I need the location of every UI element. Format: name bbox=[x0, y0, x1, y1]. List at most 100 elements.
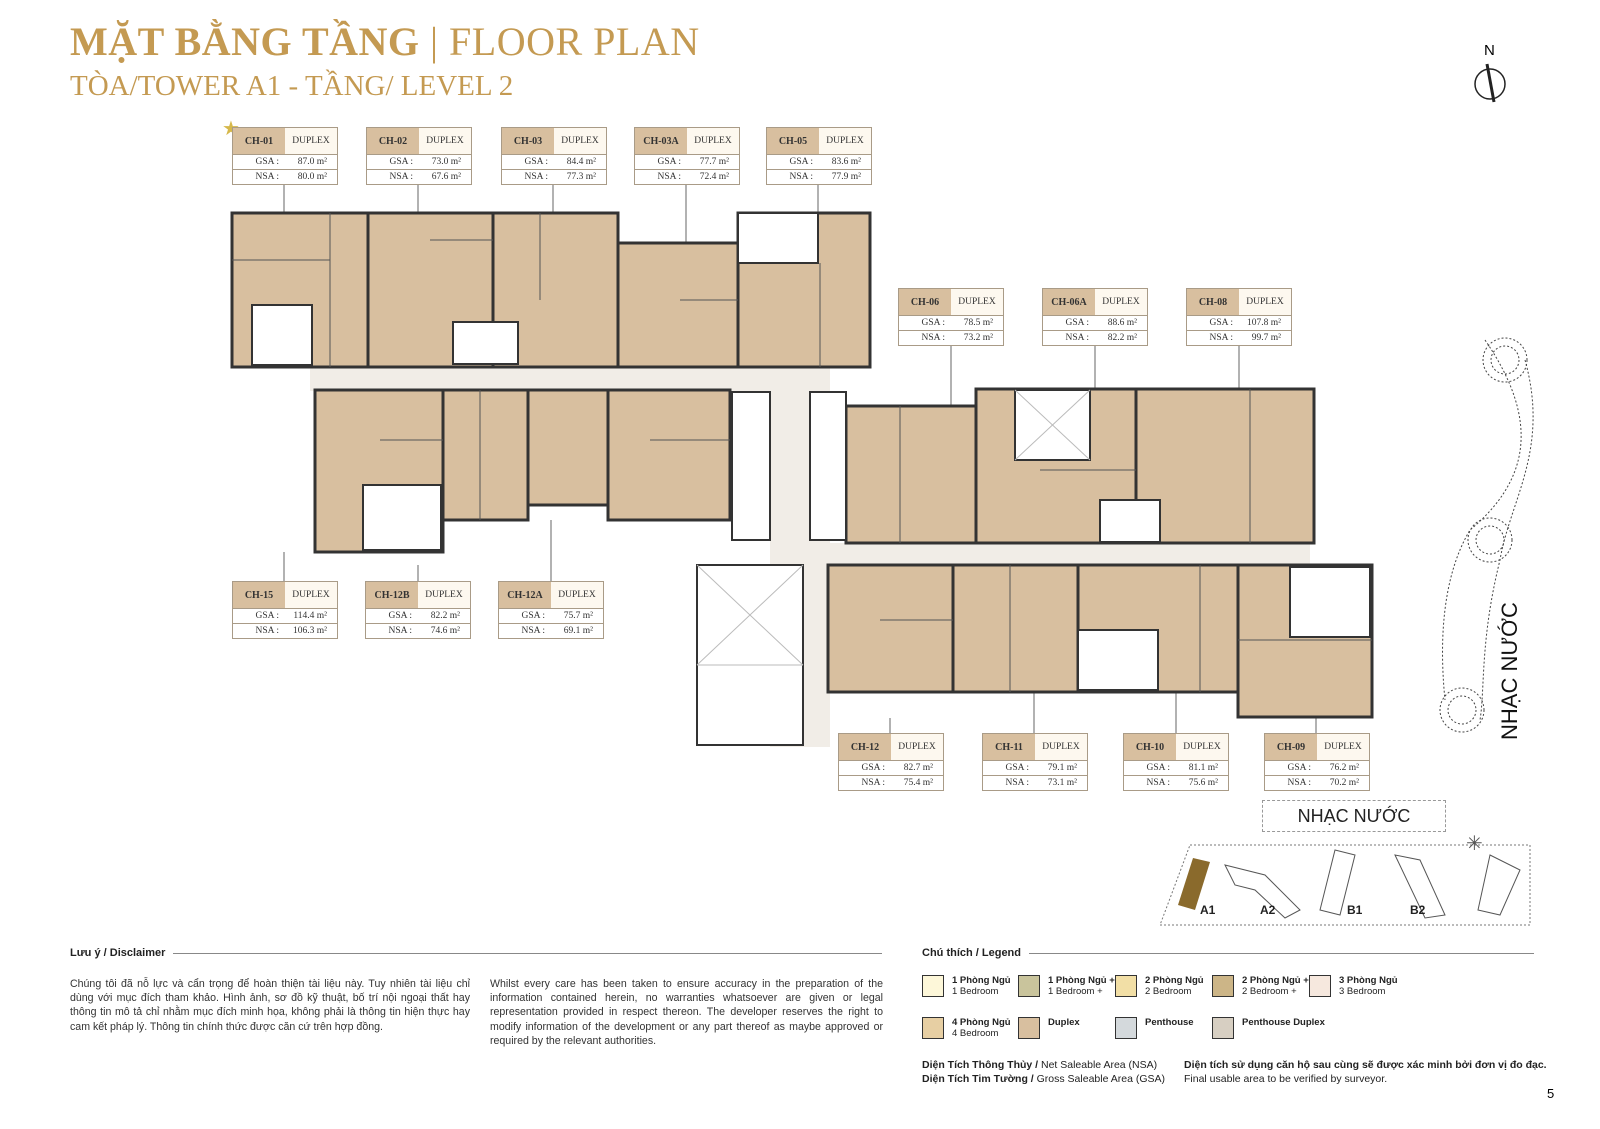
gsa-value: 73.0 m² bbox=[431, 157, 461, 167]
unit-type: DUPLEX bbox=[1176, 734, 1228, 760]
gsa-label: GSA : bbox=[389, 157, 414, 167]
unit-code: CH-10 bbox=[1124, 734, 1176, 760]
disclaimer-title: Lưu ý / Disclaimer bbox=[70, 947, 882, 959]
nsa-value: 73.2 m² bbox=[963, 333, 993, 343]
page-subtitle: TÒA/TOWER A1 - TẦNG/ LEVEL 2 bbox=[70, 70, 514, 102]
nsa-row: NSA :106.3 m² bbox=[233, 623, 337, 638]
page-title: MẶT BẰNG TẦNG | FLOOR PLAN bbox=[70, 18, 700, 65]
fountain-label: NHẠC NƯỚC bbox=[1497, 602, 1522, 740]
gsa-row: GSA :87.0 m² bbox=[233, 154, 337, 169]
nsa-value: 67.6 m² bbox=[431, 172, 461, 182]
unit-type: DUPLEX bbox=[687, 128, 739, 154]
unit-type: DUPLEX bbox=[1035, 734, 1087, 760]
legend-label-en: 3 Bedroom bbox=[1339, 986, 1386, 997]
page-number: 5 bbox=[1547, 1086, 1555, 1101]
unit-type: DUPLEX bbox=[285, 128, 337, 154]
gsa-value: 83.6 m² bbox=[831, 157, 861, 167]
gsa-label: GSA : bbox=[861, 763, 886, 773]
gsa-value: 84.4 m² bbox=[566, 157, 596, 167]
legend-swatch bbox=[1018, 1017, 1040, 1039]
nsa-value: 69.1 m² bbox=[563, 626, 593, 636]
nsa-row: NSA :77.9 m² bbox=[767, 169, 871, 184]
unit-type: DUPLEX bbox=[551, 582, 603, 608]
area-definitions: Diện Tích Thông Thủy / Net Saleable Area… bbox=[922, 1059, 1166, 1085]
gsa-label: GSA : bbox=[521, 611, 546, 621]
gsa-row: GSA :114.4 m² bbox=[233, 608, 337, 623]
nsa-row: NSA :74.6 m² bbox=[366, 623, 470, 638]
gsa-row: GSA :77.7 m² bbox=[635, 154, 739, 169]
unit-type: DUPLEX bbox=[285, 582, 337, 608]
disclaimer-en: Whilst every care has been taken to ensu… bbox=[490, 978, 883, 1047]
tower-a2-label: A2 bbox=[1260, 903, 1276, 917]
unit-code: CH-03A bbox=[635, 128, 687, 154]
nsa-value: 99.7 m² bbox=[1251, 333, 1281, 343]
nsa-value: 73.1 m² bbox=[1047, 778, 1077, 788]
legend-swatch bbox=[1115, 1017, 1137, 1039]
unit-code: CH-05 bbox=[767, 128, 819, 154]
gsa-value: 107.8 m² bbox=[1247, 318, 1281, 328]
nsa-value: 77.3 m² bbox=[566, 172, 596, 182]
nsa-row: NSA :80.0 m² bbox=[233, 169, 337, 184]
north-label: N bbox=[1484, 42, 1495, 59]
tower-b2-label: B2 bbox=[1410, 903, 1426, 917]
legend-label-vi: 4 Phòng Ngủ bbox=[952, 1017, 1011, 1028]
unit-code: CH-08 bbox=[1187, 289, 1239, 315]
unit-type: DUPLEX bbox=[1239, 289, 1291, 315]
unit-code: CH-06 bbox=[899, 289, 951, 315]
legend-swatch bbox=[1115, 975, 1137, 997]
legend-swatch bbox=[1309, 975, 1331, 997]
legend-label-vi: Duplex bbox=[1048, 1017, 1080, 1028]
gsa-row: GSA :82.2 m² bbox=[366, 608, 470, 623]
legend-item: Penthouse bbox=[1115, 1017, 1194, 1039]
gsa-row: GSA :107.8 m² bbox=[1187, 315, 1291, 330]
unit-type: DUPLEX bbox=[418, 582, 470, 608]
surveyor-note: Diện tích sử dụng căn hộ sau cùng sẽ đượ… bbox=[1184, 1059, 1547, 1085]
legend-label-vi: 1 Phòng Ngủ + bbox=[1048, 975, 1115, 986]
nsa-label: NSA : bbox=[921, 333, 946, 343]
unit-code: CH-09 bbox=[1265, 734, 1317, 760]
unit-type: DUPLEX bbox=[819, 128, 871, 154]
nsa-label: NSA : bbox=[255, 172, 280, 182]
nsa-row: NSA :69.1 m² bbox=[499, 623, 603, 638]
nsa-label: NSA : bbox=[861, 778, 886, 788]
gsa-label: GSA : bbox=[255, 157, 280, 167]
nsa-value: 75.4 m² bbox=[903, 778, 933, 788]
legend-label-vi: Penthouse Duplex bbox=[1242, 1017, 1325, 1028]
nsa-row: NSA : 75.4 m² bbox=[839, 775, 943, 790]
legend-item: 2 Phòng Ngủ +2 Bedroom + bbox=[1212, 975, 1309, 997]
nsa-label: NSA : bbox=[524, 172, 549, 182]
legend-swatch bbox=[1212, 1017, 1234, 1039]
unit-type: DUPLEX bbox=[554, 128, 606, 154]
nsa-value: 82.2 m² bbox=[1107, 333, 1137, 343]
nsa-label: NSA : bbox=[1209, 333, 1234, 343]
nsa-row: NSA :75.6 m² bbox=[1124, 775, 1228, 790]
legend-label-vi: 2 Phòng Ngủ + bbox=[1242, 975, 1309, 986]
nsa-row: NSA :72.4 m² bbox=[635, 169, 739, 184]
svg-text:✳: ✳ bbox=[1466, 833, 1483, 855]
legend-label-vi: Penthouse bbox=[1145, 1017, 1194, 1028]
legend-label-en: 1 Bedroom + bbox=[1048, 986, 1103, 997]
title-vi: MẶT BẰNG TẦNG bbox=[70, 19, 420, 64]
unit-code: CH-06A bbox=[1043, 289, 1095, 315]
legend-label-vi: 1 Phòng Ngủ bbox=[952, 975, 1011, 986]
title-en: FLOOR PLAN bbox=[449, 19, 700, 64]
